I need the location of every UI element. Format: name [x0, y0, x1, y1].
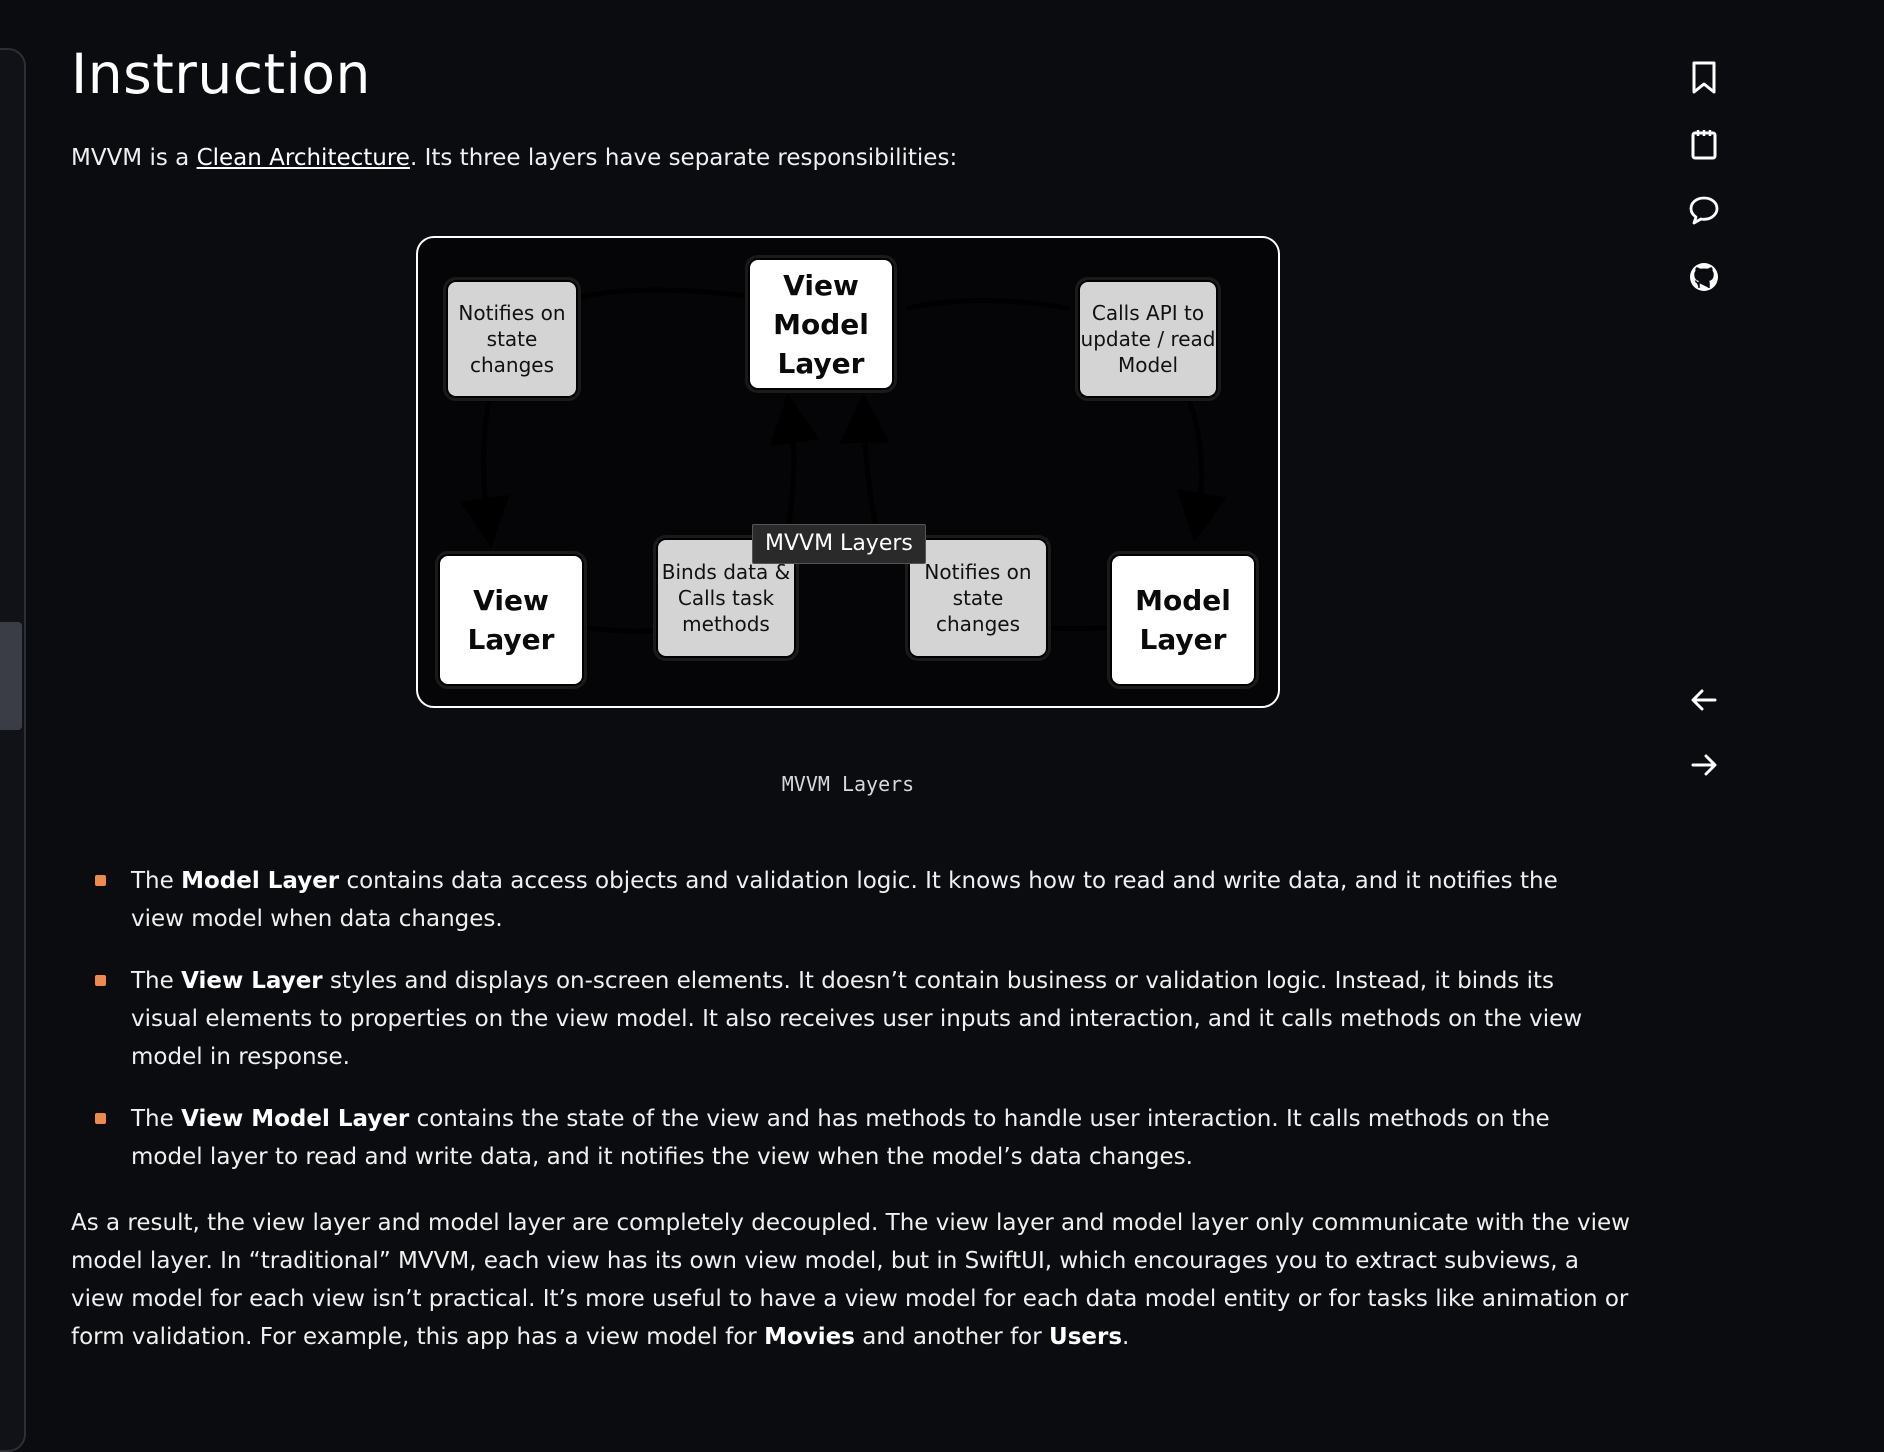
bullet-text: contains data access objects and validat… [131, 868, 1558, 932]
bullet-text: contains the state of the view and has m… [131, 1106, 1550, 1170]
note-notifies-bottom-right: Notifies on state changes [908, 538, 1048, 658]
bookmark-icon[interactable] [1688, 61, 1720, 94]
bullet-prefix: The [131, 868, 182, 894]
mvvm-diagram: View Model Layer View Layer Model Layer … [416, 236, 1280, 708]
view-model-layer-box: View Model Layer [748, 258, 894, 390]
intro-text-after: . Its three layers have separate respons… [409, 145, 958, 171]
bullet-term: View Layer [181, 968, 323, 994]
note-bottom-left-label: Binds data & Calls task methods [661, 560, 791, 636]
connector-top-right [905, 298, 1071, 311]
layer-bullet-list: The Model Layer contains data access obj… [71, 862, 1611, 1200]
bullet-term: Model Layer [181, 868, 340, 894]
outro-text-end: . [1122, 1324, 1130, 1350]
outro-movies-term: Movies [764, 1324, 855, 1350]
outro-text-mid: and another for [854, 1324, 1050, 1350]
bullet-prefix: The [131, 968, 182, 994]
arrow-notifies-to-view-model [839, 393, 890, 531]
list-item: The View Layer styles and displays on-sc… [71, 962, 1611, 1076]
note-top-right-label: Calls API to update / read Model [1080, 301, 1216, 377]
clean-architecture-link[interactable]: Clean Architecture [196, 145, 410, 171]
arrow-binds-to-view-model [769, 393, 820, 531]
bullet-term: View Model Layer [181, 1106, 410, 1132]
arrow-to-model-layer [1177, 400, 1227, 543]
connector-top-left [575, 287, 751, 301]
note-calls-api: Calls API to update / read Model [1078, 280, 1218, 398]
intro-paragraph: MVVM is a Clean Architecture. Its three … [71, 140, 957, 176]
view-layer-box: View Layer [438, 554, 584, 686]
view-model-layer-label: View Model Layer [773, 268, 869, 380]
diagram-tooltip: MVVM Layers [752, 524, 926, 564]
notepad-icon[interactable] [1688, 128, 1720, 160]
intro-text-before: MVVM is a [71, 145, 197, 171]
arrow-left-icon[interactable] [1688, 684, 1720, 716]
bullet-marker [95, 875, 106, 886]
left-panel-edge [0, 48, 26, 1452]
bullet-marker [95, 975, 106, 986]
list-item: The Model Layer contains data access obj… [71, 862, 1611, 938]
list-item: The View Model Layer contains the state … [71, 1100, 1611, 1176]
bullet-text: styles and displays on-screen elements. … [131, 968, 1583, 1070]
bullet-prefix: The [131, 1106, 182, 1132]
left-panel-handle[interactable] [0, 622, 22, 730]
connector-bottom-left [585, 625, 666, 634]
arrow-to-view-layer [459, 395, 510, 548]
outro-text: As a result, the view layer and model la… [71, 1210, 1630, 1350]
view-layer-label: View Layer [467, 584, 555, 656]
model-layer-box: Model Layer [1110, 554, 1256, 686]
bullet-marker [95, 1113, 106, 1124]
diagram-connectors [459, 287, 1227, 634]
page-title: Instruction [71, 42, 371, 106]
github-icon[interactable] [1688, 261, 1720, 293]
comment-icon[interactable] [1688, 194, 1720, 226]
outro-paragraph: As a result, the view layer and model la… [71, 1204, 1631, 1356]
note-notifies-top-left: Notifies on state changes [446, 280, 578, 398]
model-layer-label: Model Layer [1135, 584, 1231, 656]
diagram-caption: MVVM Layers [781, 772, 915, 796]
outro-users-term: Users [1049, 1324, 1123, 1350]
arrow-right-icon[interactable] [1688, 749, 1720, 781]
note-bottom-right-label: Notifies on state changes [924, 560, 1032, 636]
note-top-left-label: Notifies on state changes [458, 301, 566, 377]
